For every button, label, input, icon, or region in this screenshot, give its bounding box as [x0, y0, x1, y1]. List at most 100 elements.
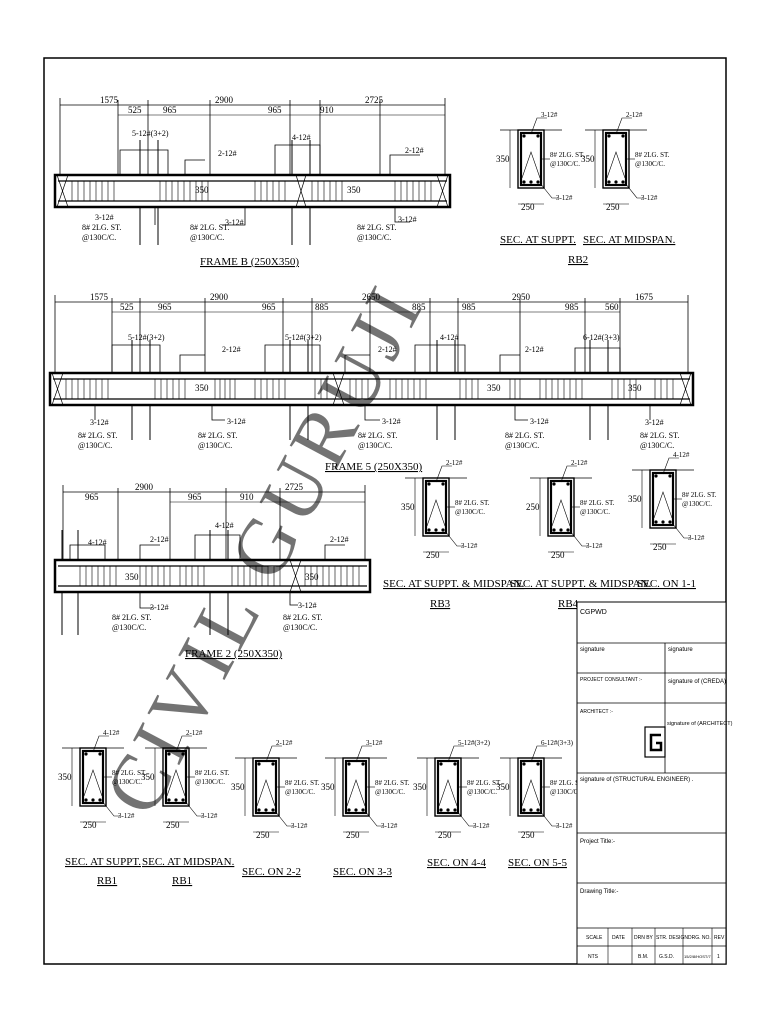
- signature-structural: signature of (STRUCTURAL ENGINEER) .: [580, 777, 694, 783]
- bar-label: 3-12#: [225, 218, 244, 227]
- col-drn: DRN BY: [634, 935, 654, 941]
- dim-text: 965: [268, 105, 282, 115]
- stirrup-label: @130C/C.: [505, 441, 539, 450]
- bar-label: 3-12#: [227, 417, 246, 426]
- bar-label: 4-12#: [440, 333, 459, 342]
- width-label: 250: [521, 202, 535, 212]
- bar-label: 4-12#: [673, 451, 690, 459]
- stirrup-label: 8# 2LG. ST.: [467, 779, 502, 787]
- bar-label: 4-12#: [88, 538, 107, 547]
- bar-label: 3-12#: [381, 822, 398, 830]
- dim-text: 965: [262, 302, 276, 312]
- col-drg: DRG. NO.: [688, 935, 711, 941]
- dim-text: 965: [188, 492, 202, 502]
- dim-text: 2725: [365, 95, 384, 105]
- stirrup-label: @130C/C.: [190, 233, 224, 242]
- bar-label: 2-12#: [222, 345, 241, 354]
- project-title-label: Project Title:-: [580, 839, 615, 845]
- depth-label: 350: [496, 782, 510, 792]
- stirrup-label: 8# 2LG. ST.: [682, 491, 717, 499]
- bar-label: 3-12#: [530, 417, 549, 426]
- depth-label: 350: [125, 572, 139, 582]
- stirrup-label: 8# 2LG. ST.: [112, 769, 147, 777]
- bar-label: 3-12#: [688, 534, 705, 542]
- stirrup-label: 8# 2LG. ST.: [635, 151, 670, 159]
- bar-label: 3-12#: [556, 822, 573, 830]
- dim-text: 2650: [362, 292, 381, 302]
- depth-label: 350: [401, 502, 415, 512]
- signature-creda: signature of (CREDA): [668, 679, 726, 685]
- frame-title: FRAME 5 (250X350): [325, 461, 423, 473]
- width-label: 250: [426, 550, 440, 560]
- width-label: 250: [83, 820, 97, 830]
- depth-label: 350: [321, 782, 335, 792]
- dim-text: 885: [412, 302, 426, 312]
- stirrup-label: 8# 2LG. ST.: [375, 779, 410, 787]
- section-sublabel: RB1: [97, 875, 117, 887]
- val-rev: 1: [717, 954, 720, 960]
- bar-label: 2-12#: [626, 111, 643, 119]
- bar-label: 3-12#: [95, 213, 114, 222]
- bar-label: 3-12#: [461, 542, 478, 550]
- section-caption: SEC. ON 4-4: [427, 857, 486, 869]
- val-drn: B.M.: [638, 954, 648, 960]
- dim-text: 2900: [215, 95, 234, 105]
- depth-label: 350: [195, 383, 209, 393]
- depth-label: 350: [195, 185, 209, 195]
- stirrup-label: @130C/C.: [78, 441, 112, 450]
- frame-title: FRAME 2 (250X350): [185, 648, 283, 660]
- stirrup-label: 8# 2LG. ST.: [283, 613, 322, 622]
- bar-label: 3-12#: [150, 603, 169, 612]
- consultant-label: PROJECT CONSULTANT :-: [580, 677, 642, 683]
- stirrup-label: @130C/C.: [283, 623, 317, 632]
- stirrup-label: 8# 2LG. ST.: [550, 151, 585, 159]
- dim-text: 1575: [90, 292, 109, 302]
- depth-label: 350: [496, 154, 510, 164]
- bar-label: 2-12#: [150, 535, 169, 544]
- val-str: G.S.D.: [659, 954, 674, 960]
- bar-label: 2-12#: [525, 345, 544, 354]
- bar-label: 5-12#(3+2): [128, 333, 165, 342]
- bar-label: 4-12#: [103, 729, 120, 737]
- frame-2-detail: 965 2900 965 910 2725 4-12# 2-12# 4-12#: [53, 482, 372, 660]
- bar-label: 2-12#: [218, 149, 237, 158]
- bar-label: 4-12#: [292, 133, 311, 142]
- dim-text: 2900: [135, 482, 154, 492]
- bar-label: 3-12#: [291, 822, 308, 830]
- signature-architect: signature of (ARCHITECT): [667, 721, 733, 727]
- stirrup-label: 8# 2LG. ST.: [195, 769, 230, 777]
- bar-label: 5-12#(3+2): [285, 333, 322, 342]
- bar-label: 3-12#: [473, 822, 490, 830]
- dim-text: 965: [163, 105, 177, 115]
- stirrup-label: @130C/C.: [550, 160, 580, 168]
- stirrup-label: 8# 2LG. ST.: [358, 431, 397, 440]
- depth-label: 350: [141, 772, 155, 782]
- bar-label: 3-12#: [118, 812, 135, 820]
- bar-label: 3-12#: [366, 739, 383, 747]
- depth-label: 350: [628, 494, 642, 504]
- stirrup-label: @130C/C.: [550, 788, 580, 796]
- col-rev: REV: [714, 935, 725, 941]
- stirrup-label: @130C/C.: [467, 788, 497, 796]
- stirrup-label: 8# 2LG. ST.: [198, 431, 237, 440]
- beam-outline: [53, 173, 452, 209]
- stirrup-label: 8# 2LG. ST.: [112, 613, 151, 622]
- width-label: 250: [606, 202, 620, 212]
- col-str: STR. DESIGN: [656, 935, 688, 941]
- bar-label: 3-12#: [541, 111, 558, 119]
- bar-label: 3-12#: [641, 194, 658, 202]
- beam-outline: [48, 371, 695, 407]
- dim-text: 965: [158, 302, 172, 312]
- depth-label: 350: [413, 782, 427, 792]
- bar-label: 2-12#: [378, 345, 397, 354]
- val-scale: NTS: [588, 954, 599, 960]
- stirrup-label: 8# 2LG. ST.: [580, 499, 615, 507]
